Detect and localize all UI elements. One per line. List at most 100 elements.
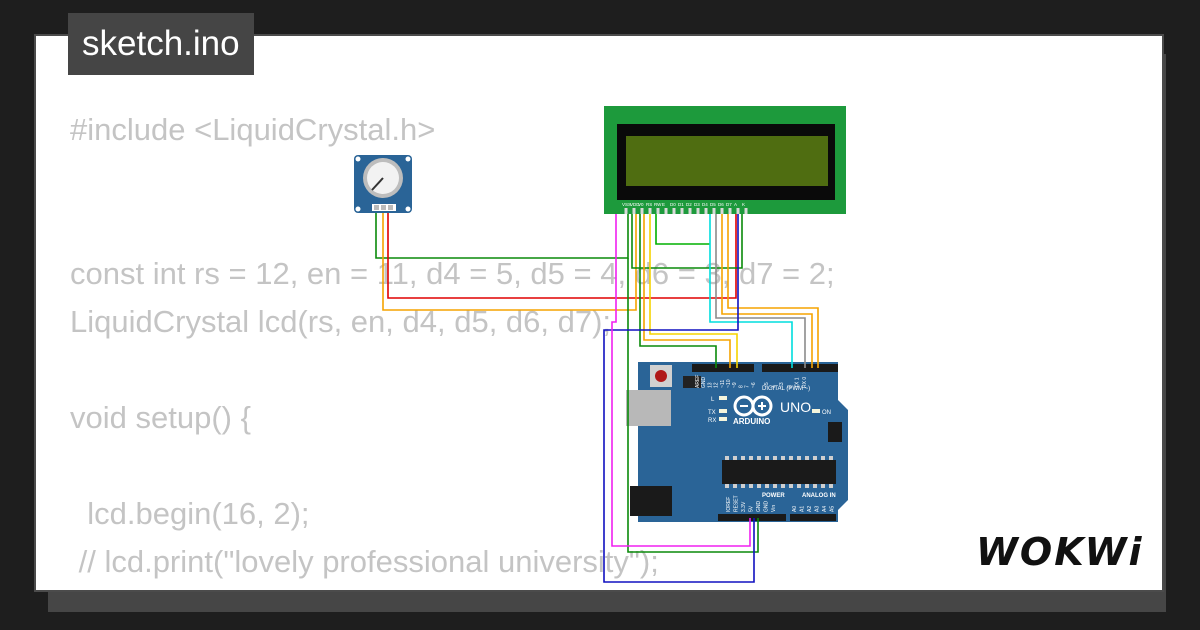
lcd-pin-label: D3 <box>694 202 700 207</box>
digital-pin-label: 2 <box>787 385 793 388</box>
usb-connector <box>626 390 671 426</box>
lcd-pin <box>664 208 668 214</box>
power-pin-label: RESET <box>734 495 740 512</box>
analog-pin-label: A3 <box>815 506 821 512</box>
led-l-label: L <box>711 397 715 403</box>
power-pin-label: 3.3V <box>741 501 747 512</box>
lcd-pin <box>680 208 684 214</box>
sketch-title: sketch.ino <box>68 13 254 75</box>
lcd-pin-label: D2 <box>686 202 692 207</box>
lcd-pin <box>696 208 700 214</box>
digital-pin-label: AREF <box>695 375 701 388</box>
code-line: lcd.begin(16, 2); <box>70 496 310 531</box>
led-on-label: ON <box>822 410 831 416</box>
wire-pot-gnd <box>375 213 629 259</box>
lcd-pin <box>736 208 740 214</box>
lcd-screen <box>626 136 828 186</box>
potentiometer <box>354 155 412 213</box>
wire-lcd-rs <box>643 214 731 368</box>
wire-lcd-rw <box>639 214 717 368</box>
wire-lcd-d4 <box>709 214 793 368</box>
wire-lcd-k-gnd <box>631 214 743 269</box>
power-pin-label: GND <box>764 501 770 513</box>
arduino-model-text: UNO <box>780 399 811 415</box>
power-pin-label: Vin <box>771 505 777 512</box>
lcd-pin <box>624 208 628 214</box>
lcd-pin <box>632 208 636 214</box>
analog-pin-label: A0 <box>792 506 798 512</box>
lcd-pin <box>688 208 692 214</box>
analog-label: ANALOG IN <box>802 493 836 499</box>
digital-pin-label: ~6 <box>751 382 757 388</box>
analog-pin-label: A4 <box>822 506 828 512</box>
wire-lcd-d7 <box>727 214 819 368</box>
wire-pot-sig <box>382 213 637 311</box>
wire-lcd-d5 <box>715 214 806 368</box>
power-label: POWER <box>762 493 785 499</box>
digital-pin-label: 8 <box>738 385 744 388</box>
arduino-logo: ARDUINO UNO <box>733 395 811 426</box>
digital-pin-label: ~10 <box>726 379 732 388</box>
lcd-pin-label: D5 <box>710 202 716 207</box>
wire-lcd-d6 <box>721 214 813 368</box>
lcd-pin <box>672 208 676 214</box>
digital-pin-label: ~3 <box>779 382 785 388</box>
atmega-chip <box>722 460 836 484</box>
power-pin-label: GND <box>756 501 762 513</box>
lcd-pin-label: D1 <box>678 202 684 207</box>
digital-pin-label: RX 0 <box>802 377 808 388</box>
power-pin-label: IOREF <box>726 497 732 512</box>
lcd-pin <box>720 208 724 214</box>
lcd-pin <box>704 208 708 214</box>
digital-pin-label: ~5 <box>764 382 770 388</box>
led-tx-label: TX <box>708 410 716 416</box>
lcd-pin <box>744 208 748 214</box>
lcd-pin-label: V0 <box>638 202 644 207</box>
analog-pin-label: A2 <box>807 506 813 512</box>
lcd-pin-label: VDD <box>630 202 640 207</box>
digital-pin-label: ~9 <box>732 382 738 388</box>
header-analog <box>790 514 836 521</box>
digital-pin-label: TX 1 <box>794 377 800 388</box>
digital-pin-label: ~11 <box>720 380 726 388</box>
arduino-brand-text: ARDUINO <box>733 417 770 426</box>
code-line: #include <LiquidCrystal.h> <box>70 112 436 147</box>
wire-gnd-board <box>627 258 759 553</box>
code-line: void setup() { <box>70 400 251 435</box>
lcd-pin <box>640 208 644 214</box>
lcd-pin-label: RS <box>646 202 652 207</box>
preview-card: #include <LiquidCrystal.h> const int rs … <box>34 34 1164 592</box>
wires <box>375 213 819 583</box>
lcd-pin <box>728 208 732 214</box>
led-rx-label: RX <box>708 418 716 424</box>
lcd-pin-label: D6 <box>718 202 724 207</box>
power-pin-label: 5V <box>749 505 755 512</box>
wire-lcd-vdd <box>655 214 710 245</box>
lcd-pin <box>648 208 652 214</box>
lcd-pin-label: VSS <box>622 202 631 207</box>
digital-pin-label: GND <box>701 377 707 389</box>
lcd-pin-label: A <box>734 202 737 207</box>
digital-pin-label: 12 <box>714 382 720 388</box>
wire-5v <box>603 214 755 583</box>
digital-pin-label: 7 <box>745 385 751 388</box>
lcd-pin-label: D4 <box>702 202 708 207</box>
lcd-pin <box>656 208 660 214</box>
wire-pot-vcc <box>387 213 737 299</box>
analog-pin-label: A5 <box>830 506 836 512</box>
lcd-pin <box>712 208 716 214</box>
lcd-pin-label: D0 <box>670 202 676 207</box>
lcd-pin-label: RW <box>654 202 662 207</box>
header-digital-top <box>762 364 838 372</box>
digital-pin-label: 13 <box>707 382 713 388</box>
power-jack <box>630 486 672 516</box>
potentiometer-pointer <box>371 177 384 191</box>
lcd-pin-label: K <box>742 202 745 207</box>
header-power <box>718 514 786 521</box>
